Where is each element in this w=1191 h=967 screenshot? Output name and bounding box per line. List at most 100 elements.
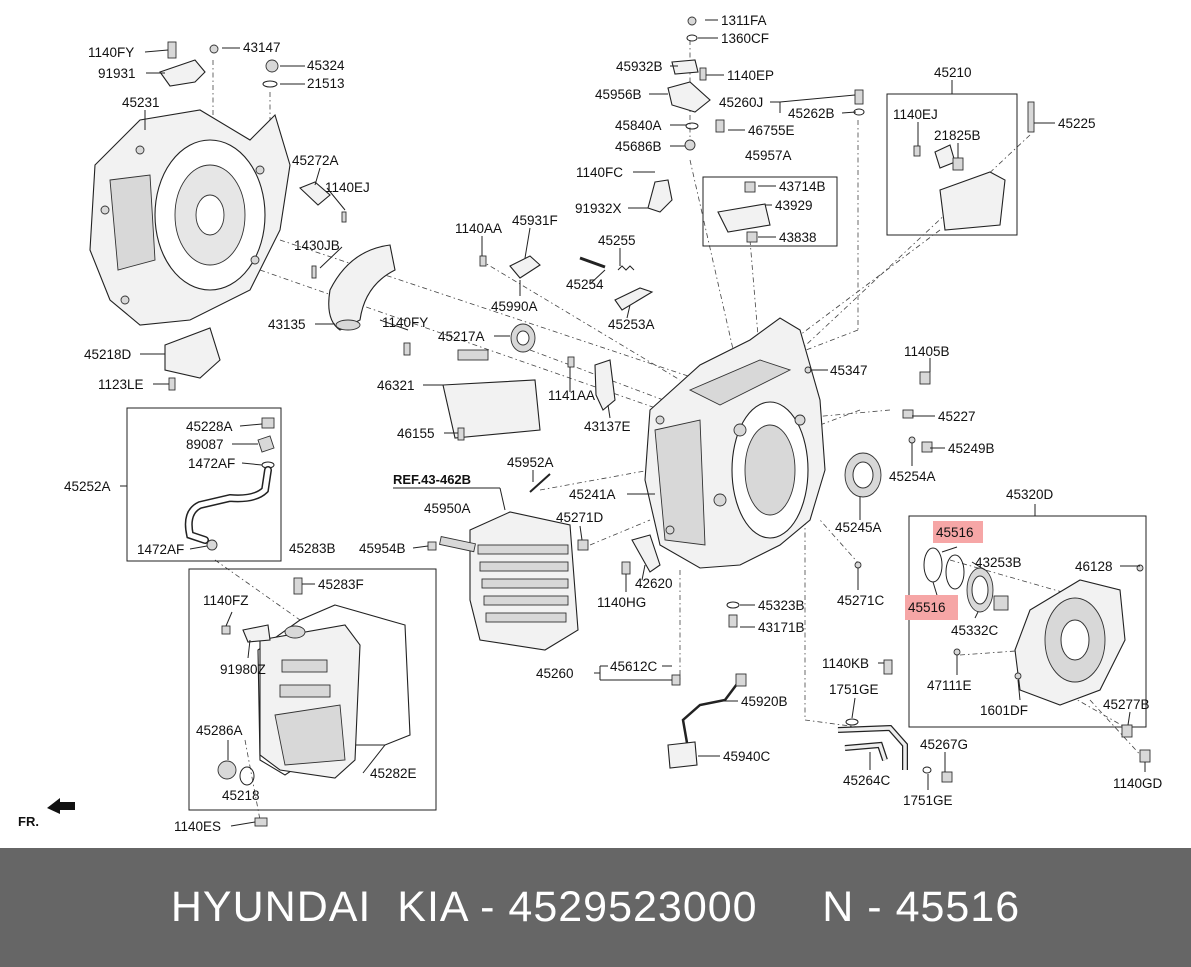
selector-parts-top-center: [647, 16, 865, 243]
part-label: 45286A: [196, 723, 243, 738]
part-label: 46321: [377, 378, 415, 393]
part-label: 43253B: [975, 555, 1022, 570]
part-label: 45241A: [569, 487, 616, 502]
part-label: 21513: [307, 76, 345, 91]
part-label: 45952A: [507, 455, 554, 470]
part-label: 1141AA: [548, 388, 595, 403]
part-label: 45225: [1058, 116, 1096, 131]
cooler-pipes-45264C: [837, 659, 953, 783]
part-label: 1472AF: [188, 456, 235, 471]
part-labels: 1140FY 43147 91931 45324 21513 45231 452…: [64, 13, 1163, 834]
part-label: 45950A: [424, 501, 471, 516]
part-label: 45254A: [889, 469, 936, 484]
parts-near-case: [442, 323, 747, 769]
part-label: 45516: [936, 525, 974, 540]
part-label: 1472AF: [137, 542, 184, 557]
part-label: 45323B: [758, 598, 805, 613]
part-label: 1140EJ: [893, 107, 938, 122]
part-label: 89087: [186, 437, 224, 452]
front-arrow-icon: [47, 798, 75, 814]
part-label: 1311FA: [721, 13, 767, 28]
front-label: FR.: [18, 814, 39, 829]
reference-label: REF.43-462B: [393, 472, 471, 487]
part-label: 45282E: [370, 766, 417, 781]
part-label: 43147: [243, 40, 281, 55]
part-label: 45957A: [745, 148, 792, 163]
part-label: 45272A: [292, 153, 339, 168]
part-label: 45612C: [610, 659, 658, 674]
oil-pan-assembly: [217, 577, 411, 827]
part-label: 43171B: [758, 620, 805, 635]
part-label: 42620: [635, 576, 673, 591]
part-label: 1751GE: [829, 682, 879, 697]
part-label: 45245A: [835, 520, 882, 535]
part-label: 1140FY: [382, 315, 428, 330]
part-label: 1601DF: [980, 703, 1028, 718]
part-label: 1140EP: [727, 68, 774, 83]
part-label: 1140HG: [597, 595, 646, 610]
part-label: 43714B: [779, 179, 826, 194]
part-label: 45217A: [438, 329, 485, 344]
part-label: 45255: [598, 233, 636, 248]
highlight-box-45516-lower: [905, 595, 958, 620]
part-label: 45260J: [719, 95, 763, 110]
part-label: 45686B: [615, 139, 662, 154]
part-label: 91980Z: [220, 662, 266, 677]
part-label: 45840A: [615, 118, 662, 133]
right-side-parts: [804, 366, 933, 569]
footer-text: HYUNDAI KIA - 4529523000 N - 45516: [170, 883, 1021, 931]
small-parts-top-left: [159, 41, 411, 391]
part-label: 46155: [397, 426, 435, 441]
part-label: 45228A: [186, 419, 233, 434]
part-label: 45956B: [595, 87, 642, 102]
part-label: 45347: [830, 363, 868, 378]
front-direction-indicator: FR.: [18, 798, 75, 829]
leader-lines: [120, 19, 1146, 827]
part-label: 45931F: [512, 213, 558, 228]
part-label: 45920B: [741, 694, 788, 709]
part-label: 45267G: [920, 737, 968, 752]
part-label: 45283F: [318, 577, 364, 592]
part-label: 45990A: [491, 299, 538, 314]
part-label: 1140GD: [1113, 776, 1163, 791]
part-label: 1140EJ: [325, 180, 370, 195]
part-label: 45252A: [64, 479, 111, 494]
part-label: 1430JB: [294, 238, 340, 253]
part-label: 1140AA: [455, 221, 502, 236]
part-label: 43929: [775, 198, 813, 213]
part-label: 45227: [938, 409, 976, 424]
part-label: 45320D: [1006, 487, 1054, 502]
part-label: 45516: [908, 600, 946, 615]
transmission-case-45241A: [644, 317, 826, 569]
part-label: 45218D: [84, 347, 132, 362]
part-label: 1140KB: [822, 656, 869, 671]
part-label: 45260: [536, 666, 574, 681]
part-label: 45954B: [359, 541, 406, 556]
part-number-footer: HYUNDAI KIA - 4529523000 N - 45516: [0, 848, 1191, 967]
part-label: 1140FZ: [203, 593, 249, 608]
part-label: 1140ES: [174, 819, 221, 834]
part-label: 47111E: [927, 678, 972, 693]
part-label: 46128: [1075, 559, 1113, 574]
part-label: 1751GE: [903, 793, 953, 808]
part-label: 45324: [307, 58, 345, 73]
part-label: 1140FY: [88, 45, 134, 60]
part-label: 43135: [268, 317, 306, 332]
part-label: 43838: [779, 230, 817, 245]
part-label: 91932X: [575, 201, 622, 216]
converter-housing-45231: [89, 109, 291, 326]
exploded-parts-diagram: 1140FY 43147 91931 45324 21513 45231 452…: [18, 13, 1163, 834]
park-parts: [479, 255, 654, 311]
part-label: 45271D: [556, 510, 604, 525]
part-label: 91931: [98, 66, 136, 81]
part-label: 1360CF: [721, 31, 769, 46]
part-label: 21825B: [934, 128, 981, 143]
highlight-box-45516-upper: [933, 521, 983, 543]
part-label: 45277B: [1103, 697, 1150, 712]
part-label: 45264C: [843, 773, 891, 788]
part-label: 45253A: [608, 317, 655, 332]
part-label: 45249B: [948, 441, 995, 456]
part-label: 1123LE: [98, 377, 144, 392]
part-label: 45283B: [289, 541, 336, 556]
